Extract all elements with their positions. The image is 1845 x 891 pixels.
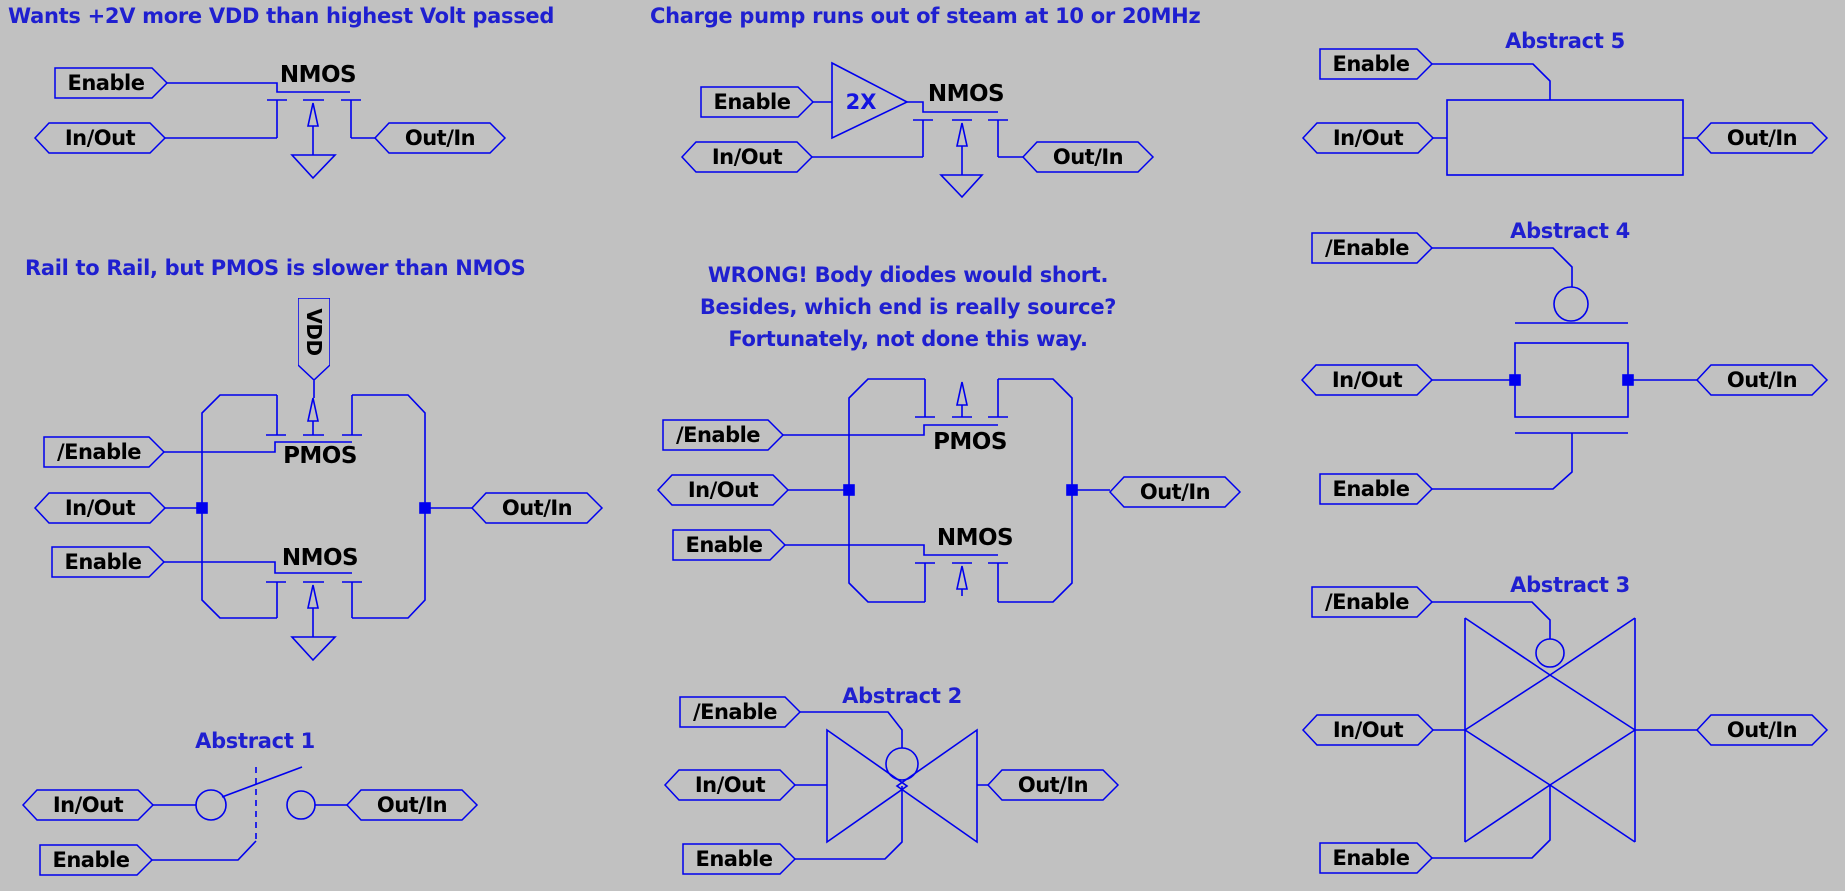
p4-junction-left xyxy=(196,502,208,514)
p1-nmos-label: NMOS xyxy=(279,62,357,88)
p4-passgate-wires[interactable] xyxy=(164,380,472,662)
p7-contact-left-icon xyxy=(195,789,227,821)
p7-outin-flag[interactable]: Out/In xyxy=(345,789,479,821)
p7-title: Abstract 1 xyxy=(195,729,315,753)
p3-abstract5-wires[interactable] xyxy=(1432,63,1697,176)
p5-title-line1: WRONG! Body diodes would short. xyxy=(707,263,1109,287)
p2-title: Charge pump runs out of steam at 10 or 2… xyxy=(650,4,1201,28)
p6-abstract4-wires[interactable] xyxy=(1432,247,1697,490)
p7-abstract1-wires[interactable] xyxy=(152,766,347,861)
p2-enable-flag[interactable]: Enable xyxy=(700,86,815,118)
p9-inversion-bubble-icon xyxy=(1535,638,1565,668)
p4-title: Rail to Rail, but PMOS is slower than NM… xyxy=(25,256,526,280)
p3-title: Abstract 5 xyxy=(1505,29,1625,53)
p8-left-triangle xyxy=(826,728,909,844)
p6-junction-right xyxy=(1622,374,1634,386)
p7-switch-arm xyxy=(221,766,303,798)
p4-inout-flag[interactable]: In/Out xyxy=(33,492,167,524)
p5-inout-flag[interactable]: In/Out xyxy=(656,474,790,506)
p1-substrate-triangle-icon xyxy=(290,154,337,180)
p5-title-line3: Fortunately, not done this way. xyxy=(728,327,1088,351)
p8-title: Abstract 2 xyxy=(842,684,962,708)
p2-nmos-label: NMOS xyxy=(927,81,1005,107)
p5-outin-flag[interactable]: Out/In xyxy=(1108,476,1242,508)
p6-title: Abstract 4 xyxy=(1510,219,1630,243)
p4-enable-flag[interactable]: Enable xyxy=(51,546,166,578)
p2-substrate-triangle-icon xyxy=(939,174,984,199)
p3-inout-flag[interactable]: In/Out xyxy=(1301,122,1435,154)
p8-abstract2-wires[interactable] xyxy=(795,711,988,860)
p1-nmos-switch-wires[interactable] xyxy=(165,82,375,180)
p5-nmos-body-arrow-icon xyxy=(956,565,968,590)
p5-pmos-body-arrow-icon xyxy=(956,381,968,406)
p5-enable-flag[interactable]: Enable xyxy=(672,529,787,561)
p3-outin-flag[interactable]: Out/In xyxy=(1695,122,1829,154)
p1-outin-flag[interactable]: Out/In xyxy=(373,122,507,154)
p2-inout-flag[interactable]: In/Out xyxy=(680,141,814,173)
p2-buffer-triangle-icon xyxy=(831,61,909,140)
p1-enable-flag[interactable]: Enable xyxy=(54,67,169,99)
p9-title: Abstract 3 xyxy=(1510,573,1630,597)
p7-enable-flag[interactable]: Enable xyxy=(39,844,154,876)
p8-outin-flag[interactable]: Out/In xyxy=(986,769,1120,801)
p9-nenable-flag[interactable]: /Enable xyxy=(1311,586,1434,618)
p8-inout-flag[interactable]: In/Out xyxy=(663,769,797,801)
p4-vdd-label: VDD xyxy=(302,308,326,356)
p5-junction-right xyxy=(1066,484,1078,496)
p4-vdd-flag[interactable]: VDD xyxy=(298,298,330,380)
p8-enable-flag[interactable]: Enable xyxy=(682,843,797,875)
p9-abstract3-wires[interactable] xyxy=(1432,601,1697,859)
p7-inout-flag[interactable]: In/Out xyxy=(21,789,155,821)
p5-nmos-label: NMOS xyxy=(936,525,1014,551)
p2-outin-flag[interactable]: Out/In xyxy=(1021,141,1155,173)
p6-nenable-flag[interactable]: /Enable xyxy=(1311,232,1434,264)
p3-abstract-box xyxy=(1446,99,1684,176)
p5-junction-left xyxy=(843,484,855,496)
p4-junction-right xyxy=(419,502,431,514)
p4-nenable-flag[interactable]: /Enable xyxy=(43,436,166,468)
p4-outin-flag[interactable]: Out/In xyxy=(470,492,604,524)
p1-body-arrow-icon xyxy=(307,102,319,127)
p6-inout-flag[interactable]: In/Out xyxy=(1300,364,1434,396)
p9-inout-flag[interactable]: In/Out xyxy=(1301,714,1435,746)
p6-abstract-box xyxy=(1514,342,1629,418)
p4-pmos-body-arrow-icon xyxy=(307,397,319,422)
p1-title: Wants +2V more VDD than highest Volt pas… xyxy=(8,4,555,28)
p6-inversion-bubble-icon xyxy=(1553,286,1589,322)
p6-outin-flag[interactable]: Out/In xyxy=(1695,364,1829,396)
p8-inversion-bubble-icon xyxy=(885,747,919,781)
p7-contact-right-icon xyxy=(286,790,316,820)
p5-wrong-passgate-wires[interactable] xyxy=(783,378,1110,603)
p4-nmos-body-arrow-icon xyxy=(307,584,319,609)
p4-nmos-label: NMOS xyxy=(281,545,359,571)
p1-inout-flag[interactable]: In/Out xyxy=(33,122,167,154)
p2-chargepump-switch-wires[interactable] xyxy=(812,61,1023,199)
p5-nenable-flag[interactable]: /Enable xyxy=(662,419,785,451)
p9-outin-flag[interactable]: Out/In xyxy=(1695,714,1829,746)
p4-pmos-label: PMOS xyxy=(283,443,357,469)
p8-nenable-flag[interactable]: /Enable xyxy=(679,696,802,728)
p2-body-arrow-icon xyxy=(956,122,968,147)
p9-enable-flag[interactable]: Enable xyxy=(1319,842,1434,874)
p8-right-triangle xyxy=(895,728,978,844)
p5-title-line2: Besides, which end is really source? xyxy=(699,295,1117,319)
p2-buffer-2x-label: 2X xyxy=(845,90,877,114)
p4-substrate-triangle-icon xyxy=(290,636,337,662)
p5-pmos-label: PMOS xyxy=(933,429,1007,455)
p6-enable-flag[interactable]: Enable xyxy=(1319,473,1434,505)
p6-junction-left xyxy=(1509,374,1521,386)
p3-enable-flag[interactable]: Enable xyxy=(1319,48,1434,80)
